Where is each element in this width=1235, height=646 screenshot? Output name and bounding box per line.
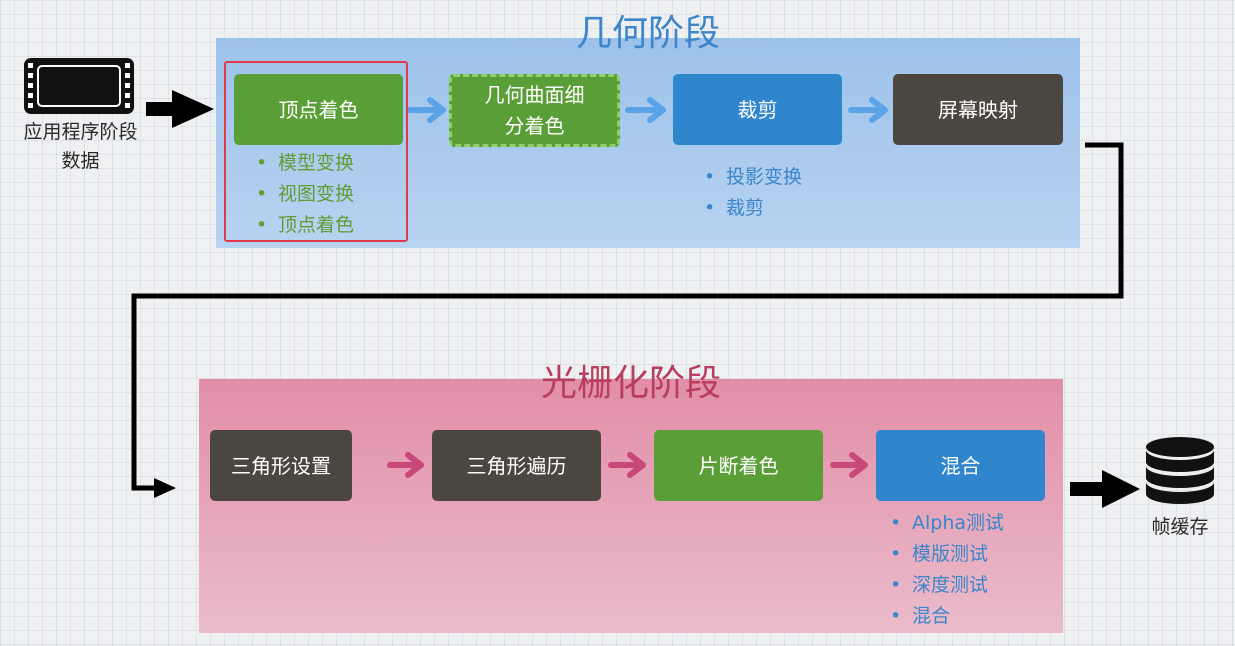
geo-arrow-2 [625,97,666,123]
bullet-item: 裁剪 [704,193,802,224]
tessellation-shading-label: 几何曲面细 分着色 [484,82,585,138]
blending-bullets: Alpha测试 模版测试 深度测试 混合 [890,508,1004,632]
triangle-setup-box[interactable]: 三角形设置 [210,430,352,501]
vertex-shading-label: 顶点着色 [278,97,359,122]
clipping-box[interactable]: 裁剪 [673,74,842,145]
bullet-item: 投影变换 [704,162,802,193]
bullet-item: Alpha测试 [890,508,1004,539]
ras-arrow-1 [387,452,424,478]
bullet-item: 混合 [890,601,1004,632]
screen-mapping-label: 屏幕映射 [938,97,1018,122]
bullet-item: 视图变换 [256,179,354,210]
clipping-label: 裁剪 [737,97,778,122]
triangle-traversal-box[interactable]: 三角形遍历 [432,430,601,501]
film-strip-icon [24,58,134,114]
stage-connector [131,142,1124,491]
geo-arrow-1 [407,97,446,123]
geometry-stage-title: 几何阶段 [575,13,720,54]
vertex-shading-box[interactable]: 顶点着色 [234,74,403,145]
bullet-item: 模版测试 [890,539,1004,570]
fragment-shading-box[interactable]: 片断着色 [654,430,823,501]
blending-label: 混合 [940,453,981,478]
input-arrow [146,90,214,128]
bullet-item: 深度测试 [890,570,1004,601]
geo-arrow-3 [848,97,888,123]
tessellation-shading-box[interactable]: 几何曲面细 分着色 [449,74,620,147]
triangle-setup-label: 三角形设置 [231,453,331,478]
highlight-frame [224,61,408,242]
bullet-item: 顶点着色 [256,210,354,241]
stage-connector-head [154,478,176,498]
rasterization-stage-title: 光栅化阶段 [540,363,721,404]
ras-arrow-2 [608,452,646,478]
triangle-traversal-label: 三角形遍历 [466,453,567,478]
fragment-shading-label: 片断着色 [698,453,779,478]
ras-arrow-3 [830,452,868,478]
blending-box[interactable]: 混合 [876,430,1045,501]
output-arrow [1070,470,1140,508]
bullet-item: 模型变换 [256,148,354,179]
database-icon [1146,437,1214,504]
frame-buffer-label: 帧缓存 [1151,516,1209,538]
clipping-bullets: 投影变换 裁剪 [704,162,802,224]
vertex-shading-bullets: 模型变换 视图变换 顶点着色 [256,148,354,241]
screen-mapping-box[interactable]: 屏幕映射 [893,74,1063,145]
application-stage-label: 应用程序阶段 数据 [23,121,138,172]
